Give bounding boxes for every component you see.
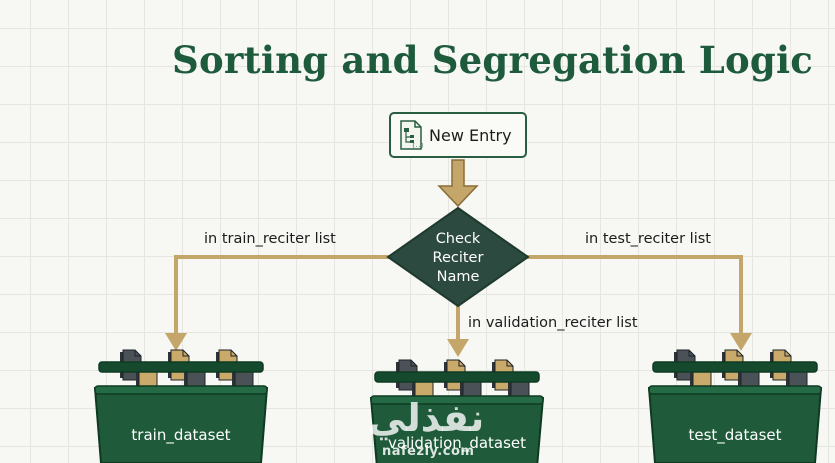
- svg-text:{..}: {..}: [412, 143, 423, 149]
- left-arrowhead: [165, 333, 187, 351]
- new-entry-node: {..} New Entry: [389, 112, 527, 158]
- edge-label-validation: in validation_reciter list: [468, 315, 638, 331]
- decision-diamond: [386, 206, 530, 308]
- bin-label-validation: validation_dataset: [387, 434, 527, 452]
- decision-line: Name: [436, 269, 480, 285]
- file-folder-icon: {..}: [400, 120, 423, 150]
- decision-line: Reciter: [432, 250, 484, 266]
- center-arrowhead: [447, 339, 469, 357]
- watermark-url: nafezly.com: [382, 444, 475, 459]
- edge-label-train: in train_reciter list: [204, 231, 336, 247]
- down-arrow: [437, 159, 479, 208]
- new-entry-label: New Entry: [429, 125, 512, 145]
- right-branch-line: [526, 255, 743, 334]
- arrowheads: [165, 333, 752, 357]
- left-branch-line: [174, 255, 390, 334]
- bin-label-train: train_dataset: [131, 426, 231, 444]
- right-arrowhead: [730, 333, 752, 351]
- bins-layer: [93, 349, 823, 463]
- watermark-arabic: نفذلي: [368, 396, 485, 440]
- dataset-bin-validation: [369, 359, 545, 463]
- edge-label-test: in test_reciter list: [585, 231, 711, 247]
- decision-label: Check Reciter Name: [408, 230, 508, 287]
- page-title: Sorting and Segregation Logic: [172, 38, 813, 82]
- dataset-bin-train: [93, 349, 269, 463]
- bin-label-test: test_dataset: [688, 426, 782, 444]
- dataset-bin-test: [647, 349, 823, 463]
- decision-line: Check: [435, 231, 481, 247]
